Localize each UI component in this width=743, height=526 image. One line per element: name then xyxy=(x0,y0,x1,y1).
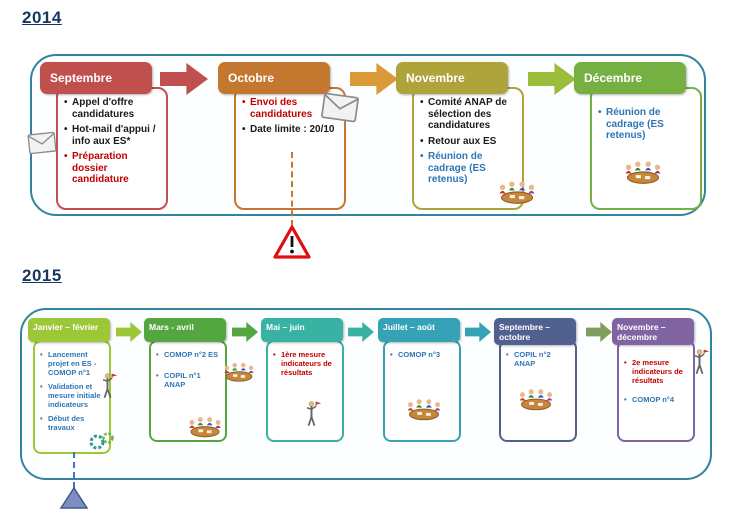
bullet-item: Envoi des candidatures xyxy=(242,97,341,120)
bullet-item: Lancement projet en ES - COMOP n°1 xyxy=(40,350,106,377)
month-box-decembre: Réunion de cadrage (ES retenus) xyxy=(590,87,702,210)
gears-icon xyxy=(88,430,116,452)
month-header-mai-juin: Mai – juin xyxy=(261,318,343,342)
meeting-clipart xyxy=(514,386,558,415)
bullet-item: COMOP n°3 xyxy=(390,350,456,359)
deadline-dashed-connector xyxy=(291,152,293,226)
envelope-icon xyxy=(27,131,57,156)
month-box-septembre: Appel d'offre candidatures Hot-mail d'ap… xyxy=(56,87,168,210)
month-box-juillet-aout: COMOP n°3 xyxy=(383,340,461,442)
year-2015-heading: 2015 xyxy=(22,266,62,285)
person-clipart xyxy=(304,400,322,429)
bullet-item: 1ère mesure indicateurs de résultats xyxy=(273,350,339,377)
meeting-clipart xyxy=(184,414,226,442)
month-header-mars-avril: Mars - avril xyxy=(144,318,226,342)
milestone-dashed-connector xyxy=(73,452,75,488)
month-box-mai-juin: 1ère mesure indicateurs de résultats xyxy=(266,340,344,442)
bullet-item: COMOP n°4 xyxy=(624,395,690,404)
warning-icon xyxy=(272,224,312,260)
person-clipart xyxy=(100,372,118,401)
month-box-janvier-fevrier: Lancement projet en ES - COMOP n°1 Valid… xyxy=(33,340,111,454)
meeting-clipart xyxy=(220,360,258,386)
month-box-mars-avril: COMOP n°2 ES COPIL n°1 ANAP xyxy=(149,340,227,442)
bullet-item: COMOP n°2 ES xyxy=(156,350,222,359)
month-header-juillet-aout: Juillet – août xyxy=(378,318,460,342)
bullet-item: Préparation dossier candidature xyxy=(64,151,163,186)
milestone-triangle-icon xyxy=(59,486,89,510)
bullet-item: 2e mesure indicateurs de résultats xyxy=(624,358,690,385)
bullet-item: Début des travaux xyxy=(40,414,106,432)
month-box-novembre: Comité ANAP de sélection des candidature… xyxy=(412,87,524,210)
month-header-octobre: Octobre xyxy=(218,62,330,94)
meeting-clipart xyxy=(402,396,446,425)
bullet-item: Réunion de cadrage (ES retenus) xyxy=(598,107,697,142)
month-header-novembre: Novembre xyxy=(396,62,508,94)
meeting-clipart xyxy=(620,158,666,189)
bullet-item: COPIL n°2 ANAP xyxy=(506,350,572,368)
month-box-novembre-decembre: 2e mesure indicateurs de résultats COMOP… xyxy=(617,340,695,442)
month-header-janvier-fevrier: Janvier – février xyxy=(28,318,110,342)
bullet-item: COPIL n°1 ANAP xyxy=(156,371,222,389)
month-header-novembre-decembre: Novembre – décembre xyxy=(612,318,694,346)
bullet-item: Validation et mesure initiale indicateur… xyxy=(40,382,106,409)
person-clipart xyxy=(692,348,710,377)
meeting-clipart xyxy=(494,178,540,209)
bullet-item: Hot-mail d'appui / info aux ES* xyxy=(64,124,163,147)
year-2014-heading: 2014 xyxy=(22,8,62,27)
month-header-septembre: Septembre xyxy=(40,62,152,94)
bullet-item: Retour aux ES xyxy=(420,136,519,148)
bullet-item: Appel d'offre candidatures xyxy=(64,97,163,120)
bullet-item: Réunion de cadrage (ES retenus) xyxy=(420,151,519,186)
month-box-septembre-octobre: COPIL n°2 ANAP xyxy=(499,340,577,442)
bullet-item: Date limite : 20/10 xyxy=(242,124,341,136)
envelope-icon xyxy=(320,92,359,124)
month-box-octobre: Envoi des candidatures Date limite : 20/… xyxy=(234,87,346,210)
bullet-item: Comité ANAP de sélection des candidature… xyxy=(420,97,519,132)
month-header-decembre: Décembre xyxy=(574,62,686,94)
month-header-septembre-octobre: Septembre – octobre xyxy=(494,318,576,346)
